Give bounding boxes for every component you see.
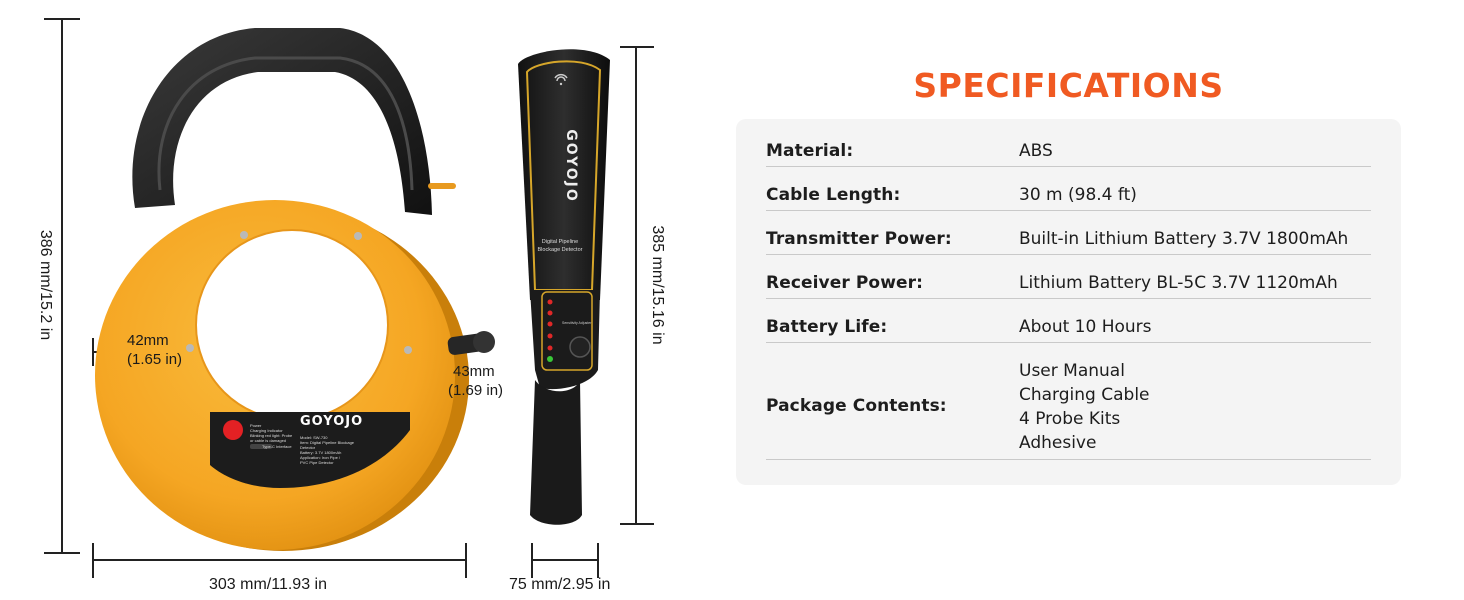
sensitivity-label: Sensitivity Adjuster [562, 321, 592, 325]
spec-row-battery-life: Battery Life: About 10 Hours [766, 309, 1371, 343]
spec-row-receiver-power: Receiver Power: Lithium Battery BL-5C 3.… [766, 265, 1371, 299]
receiver-thickness-label: 43mm (1.69 in) [448, 363, 504, 399]
reel-info-text: Model: SW-730 Item: Digital Pipeline Blo… [300, 435, 355, 465]
reel-height-label: 386 mm/15.2 in [37, 229, 54, 341]
specifications-title: SPECIFICATIONS [913, 66, 1224, 105]
spec-row-cable-length: Cable Length: 30 m (98.4 ft) [766, 177, 1371, 211]
specifications-table: Material: ABS Cable Length: 30 m (98.4 f… [736, 119, 1401, 485]
receiver-product-label: Digital Pipeline Blockage Detector [537, 239, 583, 253]
spec-row-transmitter-power: Transmitter Power: Built-in Lithium Batt… [766, 221, 1371, 255]
reel-brand-label: GOYOJO [300, 414, 364, 429]
spec-row-material: Material: ABS [766, 133, 1371, 167]
reel-width-label: 303 mm/11.93 in [209, 576, 327, 593]
reel-type-c-text: Type-C Interface [262, 444, 292, 449]
reel-panel-text: Power Charging Indicator Blinking red li… [250, 423, 293, 443]
spec-row-package-contents: Package Contents: User Manual Charging C… [766, 357, 1371, 460]
receiver-brand-label: GOYOJO [562, 129, 579, 203]
reel-thickness-label: 42mm (1.65 in) [127, 332, 183, 368]
receiver-height-label: 385 mm/15.16 in [649, 225, 666, 345]
receiver-width-label: 75 mm/2.95 in [509, 576, 611, 593]
